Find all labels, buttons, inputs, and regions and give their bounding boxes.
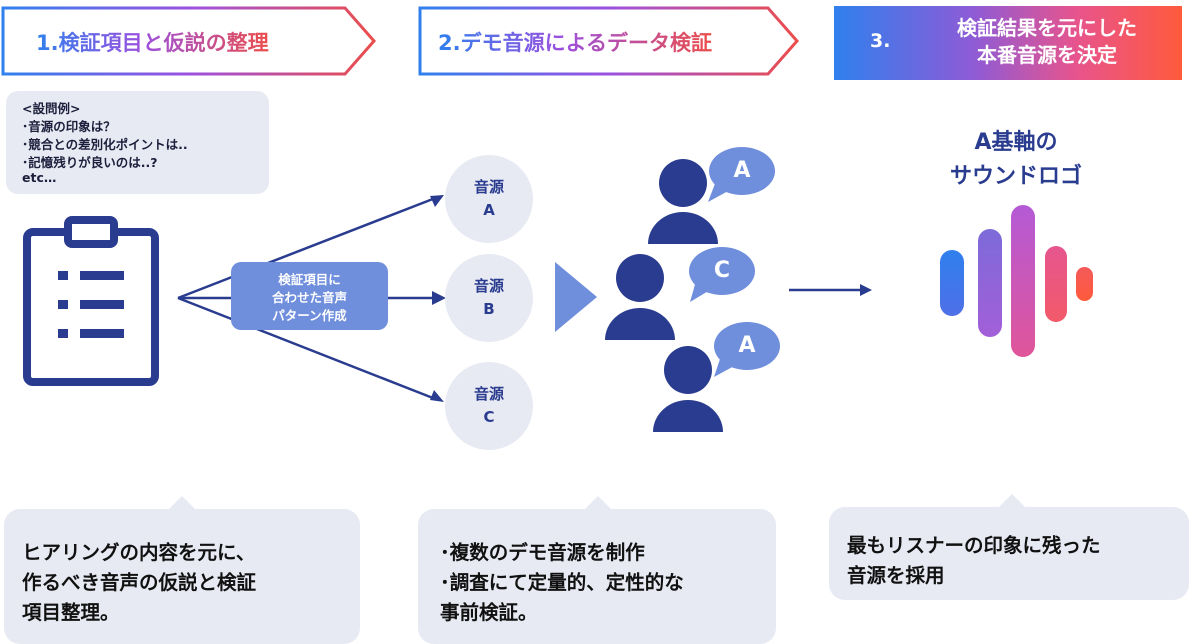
result-line2: サウンドロゴ [949,164,1082,189]
note3-line: 音源を採用 [847,564,945,587]
note2-line: ･複数のデモ音源を制作 [440,541,645,564]
note1-line: 作るべき音声の仮説と検証 [22,571,257,594]
speech-bubble-letter: C [713,258,731,283]
note2-line: ･調査にて定量的、定性的な [440,571,684,594]
step1-arrow-icon [1,6,376,76]
source-letter: B [483,300,495,318]
note3-tail [999,494,1025,507]
triangle-arrow-icon [555,262,597,332]
example-item: ･競合との差別化ポイントは.. [22,137,188,152]
note2-line: 事前検証。 [440,601,538,624]
note3-line: 最もリスナーの印象に残った [847,534,1101,557]
note1-tail [169,496,195,509]
note2-bubble: ･複数のデモ音源を制作 ･調査にて定量的、定性的な 事前検証。 [418,509,776,644]
step2-label: 2.デモ音源によるデータ検証 [438,27,712,57]
clipboard-icon [23,216,159,386]
user-icon [653,346,723,432]
sound-wave-icon [940,205,1093,357]
source-b-circle: 音源 B [445,254,533,342]
step2-arrow-icon [418,6,799,76]
note2-tail [585,496,611,509]
source-a-circle: 音源 A [445,155,533,243]
example-title: <設問例> [22,101,81,116]
step3-banner: 3. 検証結果を元にした 本番音源を決定 [834,6,1182,80]
result-line1: A基軸の [974,130,1058,155]
user-icon [648,159,718,244]
step3-line2: 本番音源を決定 [977,43,1117,67]
pattern-creation-box: 検証項目に 合わせた音声 パターン作成 [231,262,388,330]
source-label: 音源 [473,277,504,295]
step1-label: 1.検証項目と仮説の整理 [36,27,269,57]
pattern-line3: パターン作成 [272,308,347,323]
example-questions-box: <設問例> ･音源の印象は？ ･競合との差別化ポイントは.. ･記憶残りが良いの… [6,91,269,194]
note1-line: 項目整理。 [22,601,120,624]
source-label: 音源 [473,385,504,403]
step3-title: 検証結果を元にした 本番音源を決定 [922,15,1172,69]
step3-number: 3. [870,30,891,52]
speech-bubble-letter: A [733,158,751,183]
speech-bubble-icon [708,147,775,202]
pattern-line1: 検証項目に [278,272,341,287]
source-letter: A [483,201,495,219]
example-etc: etc… [22,170,57,185]
source-c-circle: 音源 C [445,362,533,450]
user-icon [605,254,675,340]
pattern-line2: 合わせた音声 [271,290,347,305]
note1-bubble: ヒアリングの内容を元に、 作るべき音声の仮説と検証 項目整理。 [4,509,360,644]
example-item: ･音源の印象は？ [22,119,116,134]
source-letter: C [483,408,495,426]
speech-bubble-letter: A [738,333,756,358]
example-item: ･記憶残りが良いのは..? [22,155,158,170]
clipboard-lines [58,271,124,338]
speech-bubble-icon [689,247,755,302]
source-label: 音源 [473,178,504,196]
speech-bubble-icon [714,322,780,377]
step3-line1: 検証結果を元にした [957,16,1137,40]
note3-bubble: 最もリスナーの印象に残った 音源を採用 [829,507,1189,600]
note1-line: ヒアリングの内容を元に、 [22,541,256,564]
